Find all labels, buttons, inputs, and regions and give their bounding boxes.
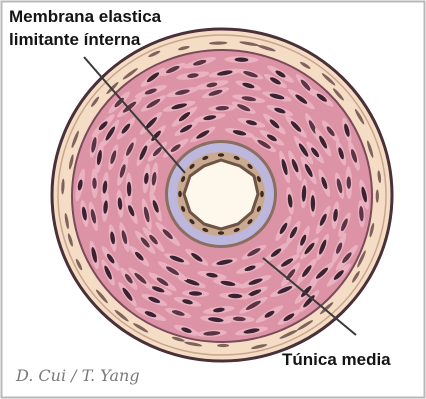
endothelial-nucleus [178,191,182,197]
label-membrana-elastica: Membrana elastica limitante ínterna [9,6,161,50]
endothelial-nucleus [218,231,224,235]
label-membrana-line2: limitante ínterna [9,29,161,50]
label-tunica-media: Túnica media [282,349,391,370]
endothelial-nucleus [218,153,224,157]
signature-mark: D. Cui / T. Yang [15,366,140,385]
endothelial-nucleus [260,191,264,197]
label-membrana-line1: Membrana elastica [9,6,161,27]
